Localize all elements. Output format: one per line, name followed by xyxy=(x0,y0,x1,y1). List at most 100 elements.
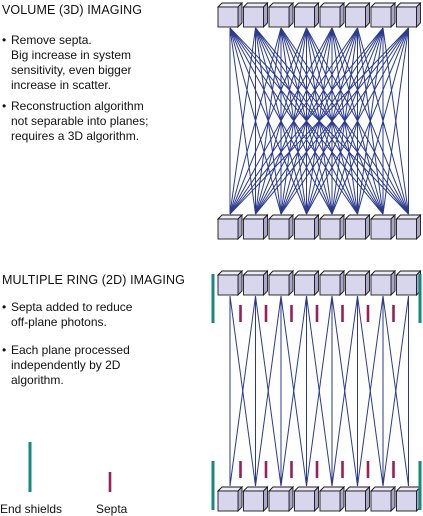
detector-front-face xyxy=(268,274,290,296)
detector-blocks xyxy=(216,1,422,513)
detector-front-face xyxy=(370,490,392,512)
detector-front-face xyxy=(217,274,239,296)
bullet-marker: • xyxy=(2,343,7,357)
detector-side-face xyxy=(237,269,243,297)
bullet-line: requires a 3D algorithm. xyxy=(11,129,140,143)
detector-block xyxy=(216,213,244,241)
detector-block xyxy=(293,485,320,513)
detector-front-face xyxy=(319,6,341,28)
bullet-line: not separable into planes; xyxy=(11,114,149,128)
detector-block xyxy=(318,269,346,297)
septa xyxy=(239,305,395,478)
line-of-response xyxy=(357,27,409,215)
detector-side-face xyxy=(288,213,294,241)
bullet-marker: • xyxy=(2,33,7,47)
line-of-response xyxy=(229,27,333,215)
line-of-response xyxy=(280,27,409,215)
detector-side-face xyxy=(263,213,268,241)
detector-block xyxy=(242,1,269,29)
line-of-response xyxy=(229,27,307,215)
detector-side-face xyxy=(390,269,396,297)
bullet-line: Each plane processed xyxy=(11,343,130,357)
detector-side-face xyxy=(314,269,319,297)
detector-front-face xyxy=(217,490,239,512)
bullet-marker: • xyxy=(2,300,7,314)
line-of-response xyxy=(229,295,256,487)
line-of-response xyxy=(357,295,384,487)
bullet-line: Reconstruction algorithm xyxy=(11,99,144,113)
detector-block xyxy=(293,269,320,297)
detector-block xyxy=(369,269,397,297)
legend-end-shields-label: End shields xyxy=(0,502,63,516)
bullet-line: increase in scatter. xyxy=(11,78,112,92)
detector-side-face xyxy=(339,213,345,241)
detector-block xyxy=(242,485,269,513)
detector-side-face xyxy=(288,1,294,29)
detector-front-face xyxy=(396,490,417,512)
detector-front-face xyxy=(243,490,264,512)
detector-block xyxy=(242,213,269,241)
detector-side-face xyxy=(365,1,370,29)
line-of-response xyxy=(229,27,409,215)
detector-front-face xyxy=(319,218,341,240)
detector-side-face xyxy=(416,1,421,29)
detector-side-face xyxy=(314,213,319,241)
detector-block xyxy=(216,1,244,29)
detector-front-face xyxy=(345,6,366,28)
bullet-line: Remove septa. xyxy=(11,33,92,47)
detector-front-face xyxy=(294,490,315,512)
detector-side-face xyxy=(263,269,268,297)
end-shields xyxy=(211,274,422,510)
bullet-line: independently by 2D xyxy=(11,358,121,372)
detector-block xyxy=(267,269,295,297)
detector-side-face xyxy=(314,485,319,513)
detector-side-face xyxy=(237,485,243,513)
detector-front-face xyxy=(370,274,392,296)
detector-front-face xyxy=(217,6,239,28)
detector-front-face xyxy=(268,6,290,28)
detector-front-face xyxy=(370,6,392,28)
detector-front-face xyxy=(396,218,417,240)
detector-block xyxy=(369,485,397,513)
detector-block xyxy=(344,1,371,29)
bullet-line: Big increase in system xyxy=(11,48,132,62)
detector-side-face xyxy=(237,213,243,241)
detector-front-face xyxy=(243,218,264,240)
detector-block xyxy=(395,485,422,513)
bullet-line: sensitivity, even bigger xyxy=(11,63,132,77)
detector-block xyxy=(267,1,295,29)
line-of-response xyxy=(382,27,409,215)
detector-block xyxy=(318,485,346,513)
line-of-response xyxy=(229,27,256,215)
detector-block xyxy=(344,269,371,297)
detector-front-face xyxy=(396,6,417,28)
line-of-response xyxy=(306,295,333,487)
legend-symbols xyxy=(28,442,112,492)
detector-block xyxy=(369,1,397,29)
detector-block xyxy=(395,1,422,29)
detector-front-face xyxy=(268,218,290,240)
detector-side-face xyxy=(365,485,370,513)
detector-front-face xyxy=(319,274,341,296)
detector-block xyxy=(395,213,422,241)
detector-block xyxy=(242,269,269,297)
detector-block xyxy=(344,213,371,241)
legend-septa-label: Septa xyxy=(96,502,128,516)
bullet-line: off-plane photons. xyxy=(11,315,107,329)
detector-side-face xyxy=(263,1,268,29)
detector-block xyxy=(293,1,320,29)
detector-block xyxy=(267,213,295,241)
detector-front-face xyxy=(217,218,239,240)
line-of-response xyxy=(382,295,409,487)
detector-front-face xyxy=(370,218,392,240)
detector-front-face xyxy=(345,490,366,512)
multiring-imaging-title: MULTIPLE RING (2D) IMAGING xyxy=(2,273,185,287)
detector-front-face xyxy=(294,6,315,28)
detector-side-face xyxy=(416,213,421,241)
detector-front-face xyxy=(294,218,315,240)
detector-side-face xyxy=(365,213,370,241)
detector-front-face xyxy=(396,274,417,296)
detector-side-face xyxy=(237,1,243,29)
detector-side-face xyxy=(339,269,345,297)
